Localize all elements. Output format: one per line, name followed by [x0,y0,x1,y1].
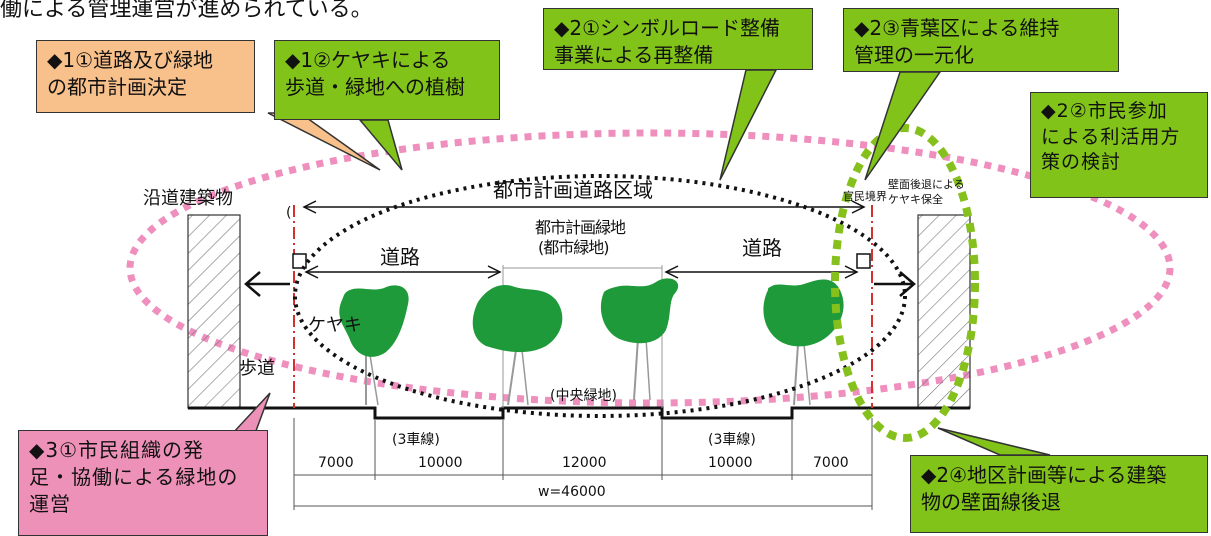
right-building [917,214,971,409]
right-boundary-marker [856,253,871,269]
c12-pointer [358,119,403,171]
dim-segment-2: 10000 [418,455,463,471]
green-dotted-ellipse [831,124,979,442]
left-boundary-marker [292,253,307,269]
tree-3 [600,278,679,401]
dim-segment-4: 10000 [708,455,753,471]
callout-1-1: ◆1①道路及び緑地 の都市計画決定 [36,40,255,113]
keyaki-label: ケヤキ [308,315,362,336]
pink-dotted-ellipse [126,129,1174,407]
dimension-lines [293,418,873,510]
sidewalk-label: 歩道 [239,358,275,379]
c24-pointer [937,427,1051,456]
top-text-fragment: 働による管理運営が進められている。 [0,0,373,22]
ground-profile [188,406,970,420]
tree-4 [763,279,844,406]
callout-1-2: ◆1②ケヤキによる 歩道・緑地への植樹 [274,40,500,120]
left-building [187,214,241,409]
lane-right-label: (3車線) [708,432,756,448]
boundary-label: 官民境界 [843,190,887,203]
c23-pointer [864,71,942,181]
c21-pointer [719,69,778,181]
tree-1 [339,285,409,406]
road-left-label: 道路 [380,245,420,269]
dim-segment-5: 7000 [813,455,849,471]
green-area-label-2: (都市緑地) [538,238,609,257]
green-area-label-1: 都市計画緑地 [535,218,626,237]
black-dotted-ellipse [293,174,907,418]
callout-2-4: ◆2④地区計画等による建築 物の壁面線後退 [910,455,1208,533]
setback-label-2: ケヤキ保全 [888,193,943,206]
setback-label-1: 壁面後退による [888,178,965,191]
roadside-building-label: 沿道建築物 [143,188,233,209]
dim-segment-1: 7000 [318,455,354,471]
paren-mark: ( [286,205,292,221]
callout-2-1: ◆2①シンボルロード整備 事業による再整備 [543,8,813,70]
median-label: (中央緑地) [550,388,617,404]
tree-2 [472,284,563,406]
callout-2-3: ◆2③青葉区による維持 管理の一元化 [843,8,1119,72]
callout-3-1: ◆3①市民組織の発 足・協働による緑地の 運営 [18,430,268,536]
road-area-label: 都市計画道路区域 [493,178,653,202]
callout-2-2: ◆2②市民参加 による利活用方 策の検討 [1030,92,1208,198]
dim-segment-3: 12000 [562,455,607,471]
lane-left-label: (3車線) [392,432,440,448]
road-right-label: 道路 [742,236,782,260]
dim-total: w=46000 [538,484,606,500]
